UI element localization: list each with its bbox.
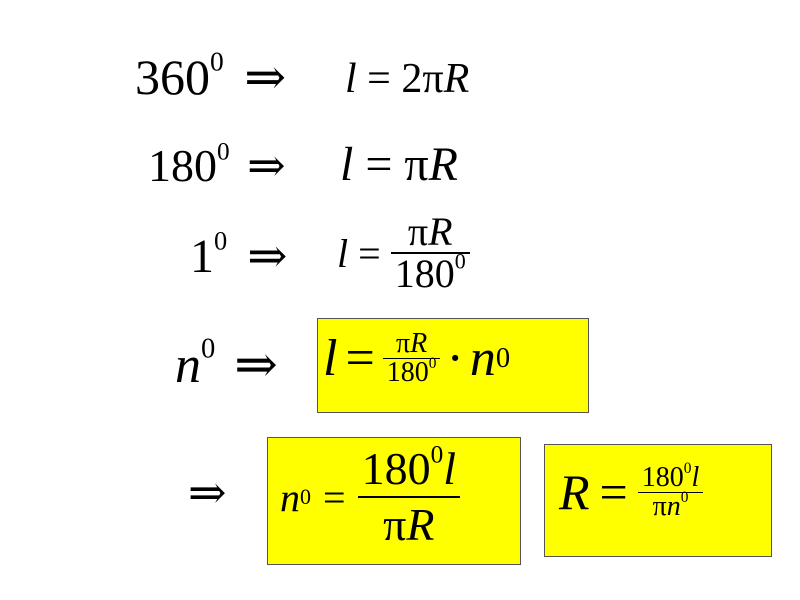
- degree-sup: 0: [214, 225, 228, 256]
- var-n: n: [666, 490, 681, 522]
- degree-sup: 0: [454, 248, 466, 274]
- var-n: n: [280, 474, 300, 520]
- fraction: 1800l πR: [357, 442, 460, 548]
- fraction-numerator: πR: [392, 330, 431, 358]
- degree-sup: 0: [430, 440, 444, 469]
- var-l: l: [345, 56, 357, 102]
- pi: π: [652, 490, 667, 522]
- formula-arc-length: l = πR 1800 · n 0: [323, 328, 511, 388]
- var-l: l: [340, 138, 354, 191]
- two-pi: 2π: [401, 56, 444, 102]
- formula-degree: n 0 = 1800l πR: [280, 442, 460, 548]
- equals-sign: =: [599, 464, 628, 520]
- row-360: 3600 ⇒: [135, 45, 287, 106]
- highlight-box-arc-length: l = πR 1800 · n 0: [317, 318, 589, 413]
- degree-sup: 0: [210, 45, 224, 77]
- row-180: 1800 ⇒: [148, 138, 286, 192]
- fraction-bar: [390, 252, 470, 254]
- degree-sup: 0: [217, 137, 230, 166]
- equals-sign: =: [345, 330, 375, 387]
- implies-arrow: ⇒: [247, 230, 288, 283]
- implies-arrow: ⇒: [188, 467, 227, 518]
- var-r: R: [410, 328, 428, 359]
- var-n: n: [469, 330, 496, 387]
- var-r: R: [443, 56, 470, 102]
- var-n: n: [175, 337, 201, 394]
- fraction: 1800l πn0: [637, 460, 704, 522]
- degree-180: 180: [386, 357, 429, 388]
- var-l: l: [323, 330, 338, 387]
- degree-sup: 0: [680, 488, 689, 506]
- fraction-denominator: πR: [379, 498, 438, 548]
- implies-arrow: ⇒: [244, 49, 287, 105]
- formula-radius: R = 1800l πn0: [559, 460, 704, 522]
- fraction-bar: [357, 496, 460, 498]
- fraction-bar: [382, 358, 441, 359]
- fraction-denominator: πn0: [649, 489, 693, 522]
- dot-operator: ·: [446, 330, 464, 387]
- pi: π: [407, 209, 429, 254]
- degree-180: 180: [361, 443, 431, 494]
- row-n: n0 ⇒: [175, 335, 278, 395]
- fraction: πR 1800: [382, 330, 441, 388]
- equals-sign: =: [358, 230, 381, 276]
- highlight-box-radius: R = 1800l πn0: [544, 444, 772, 557]
- implies-arrow: ⇒: [247, 140, 286, 191]
- pi: π: [383, 499, 407, 550]
- degree-180: 180: [641, 461, 684, 493]
- degree-sup: 0: [428, 354, 437, 372]
- equals-sign: =: [323, 474, 346, 520]
- equals-sign: =: [365, 138, 393, 191]
- implies-arrow: ⇒: [234, 337, 278, 394]
- var-l: l: [443, 443, 456, 494]
- fraction-denominator: 1800: [391, 250, 470, 296]
- var-r: R: [406, 499, 435, 550]
- var-r: R: [559, 464, 590, 520]
- degree-sup: 0: [683, 459, 692, 477]
- formula-one-degree: l = πR 1800: [337, 212, 470, 294]
- var-r: R: [428, 138, 458, 191]
- degree-360: 360: [135, 49, 210, 105]
- degree-1: 1: [190, 230, 214, 283]
- formula-half-circle: l = πR: [340, 137, 458, 192]
- highlight-box-degree: n 0 = 1800l πR: [267, 437, 521, 565]
- var-l: l: [337, 230, 349, 276]
- fraction-numerator: 1800l: [358, 442, 460, 496]
- degree-sup: 0: [201, 333, 216, 365]
- equals-sign: =: [367, 56, 391, 102]
- degree-180: 180: [148, 140, 217, 191]
- pi: π: [396, 328, 411, 359]
- formula-full-circle: l = 2πR: [345, 55, 469, 103]
- degree-180: 180: [394, 251, 455, 296]
- fraction: πR 1800: [390, 212, 470, 296]
- row-1: 10 ⇒: [190, 225, 288, 284]
- pi: π: [404, 138, 429, 191]
- fraction-numerator: πR: [404, 212, 457, 252]
- fraction-denominator: 1800: [383, 356, 441, 388]
- fraction-numerator: 1800l: [638, 460, 703, 493]
- fraction-bar: [637, 491, 704, 493]
- var-r: R: [428, 209, 453, 254]
- var-l: l: [691, 461, 700, 493]
